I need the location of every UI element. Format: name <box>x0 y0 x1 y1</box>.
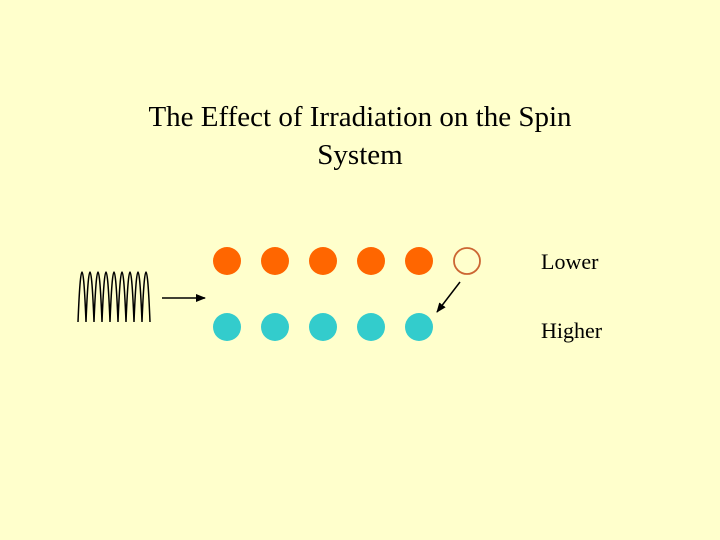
lower-spin-row <box>213 247 481 275</box>
higher-spin-dot <box>357 313 385 341</box>
title-line-1: The Effect of Irradiation on the Spin <box>148 101 572 133</box>
lower-spin-dot <box>261 247 289 275</box>
lower-spin-dot <box>213 247 241 275</box>
arrow-down-left-icon <box>436 281 461 313</box>
higher-spin-dot <box>405 313 433 341</box>
slide-title: The Effect of Irradiation on the Spin Sy… <box>60 98 660 174</box>
higher-spin-dot <box>261 313 289 341</box>
lower-spin-dot <box>405 247 433 275</box>
higher-spin-row <box>213 313 433 341</box>
lower-spin-dot <box>357 247 385 275</box>
sine-wave-icon <box>77 271 151 323</box>
higher-spin-dot <box>213 313 241 341</box>
lower-spin-dot <box>309 247 337 275</box>
higher-spin-dot <box>309 313 337 341</box>
higher-level-label: Higher <box>541 318 603 343</box>
lower-level-label: Lower <box>541 249 599 274</box>
title-line-2: System <box>317 139 403 171</box>
empty-spin-dot <box>453 247 481 275</box>
